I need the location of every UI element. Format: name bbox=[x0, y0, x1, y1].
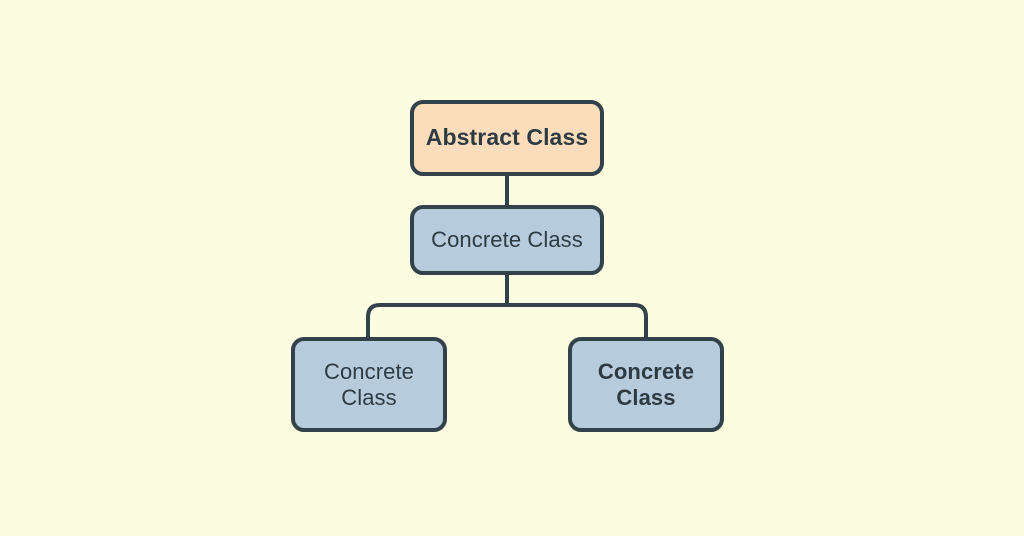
node-abstract-class-label: Abstract Class bbox=[425, 124, 589, 151]
edge-concrete-to-left bbox=[366, 303, 507, 339]
node-concrete-class-left-label: Concrete Class bbox=[323, 358, 415, 410]
node-concrete-class-main-label: Concrete Class bbox=[431, 227, 583, 253]
node-abstract-class[interactable]: Abstract Class bbox=[410, 100, 604, 176]
node-concrete-class-right-label: Concrete Class bbox=[597, 358, 695, 410]
node-concrete-class-main[interactable]: Concrete Class bbox=[410, 205, 604, 275]
node-concrete-class-right[interactable]: Concrete Class bbox=[568, 337, 724, 432]
node-concrete-class-left[interactable]: Concrete Class bbox=[291, 337, 447, 432]
edge-concrete-to-right bbox=[507, 303, 648, 339]
